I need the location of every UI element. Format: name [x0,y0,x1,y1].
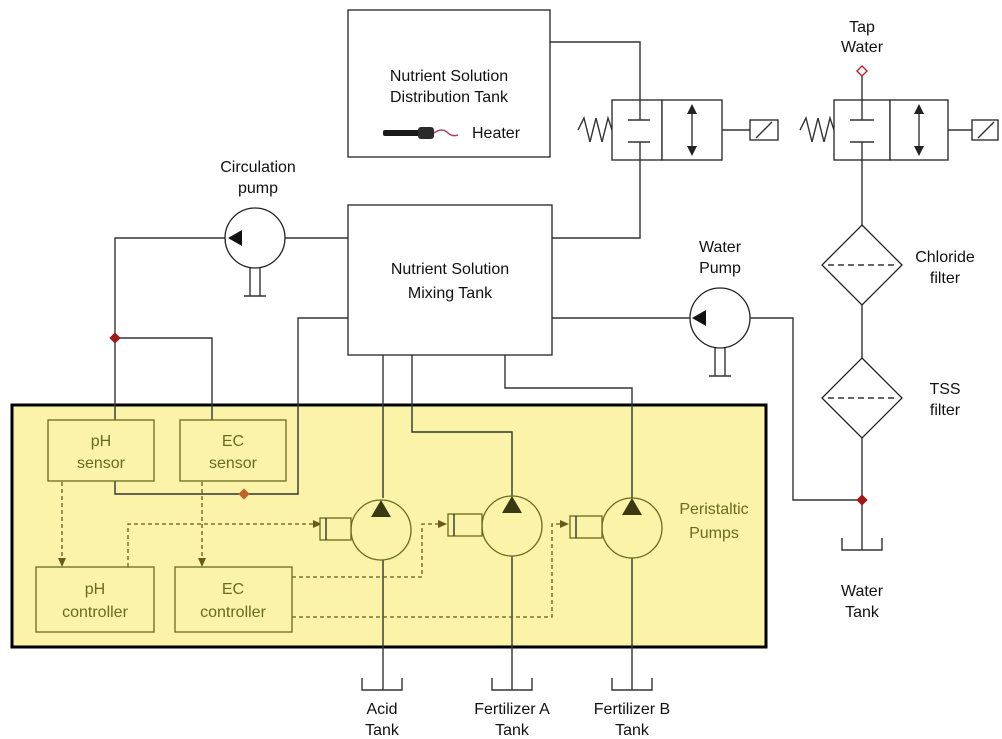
tss-filter-label: filter [930,402,961,419]
mixing-tank-label: Mixing Tank [408,285,493,302]
chloride-filter [821,224,903,306]
circulation-pump-label: pump [238,180,278,197]
peristaltic-pumps-label: Pumps [689,525,739,542]
fertilizer-a-tank-icon [491,678,533,691]
fertilizer-b-tank-label: Fertilizer B [594,701,670,718]
solenoid-valve-tap [799,99,999,161]
distribution-tank-label: Distribution Tank [390,89,509,106]
water-pump [689,287,751,377]
junction-dot [238,488,250,500]
solenoid-valve-distribution [577,99,779,161]
heater-icon [383,127,459,139]
ph-sensor [47,419,155,482]
chloride-filter-label: Chloride [915,249,975,266]
tap-water-label: Water [841,39,884,56]
ph-controller [35,566,155,633]
distribution-tank [347,9,551,158]
ec-sensor-label: sensor [209,455,258,472]
ph-controller-label: controller [62,604,128,621]
fertilizer-b-tank-label: Tank [615,722,650,739]
peristaltic-pump-acid [319,499,412,561]
pipes [114,41,863,690]
tap-water-inlet [856,65,868,77]
ph-sensor-label: pH [91,433,111,450]
ec-controller-label: controller [200,604,266,621]
junction-dot [856,494,868,506]
ec-sensor-label: EC [222,433,244,450]
circulation-pump-label: Circulation [220,159,296,176]
peristaltic-pump-fertilizer-a [447,495,543,557]
mixing-tank-label: Nutrient Solution [391,261,509,278]
tap-water-label: Tap [849,19,875,36]
circulation-pump [224,207,286,297]
fertilizer-a-tank-label: Fertilizer A [474,701,550,718]
water-tank-label: Tank [845,604,880,621]
tss-filter-label: TSS [929,381,960,398]
junction-dot [109,332,121,344]
ec-controller-label: EC [222,581,244,598]
water-tank-label: Water [841,583,884,600]
water-pump-label: Water [699,239,742,256]
water-pump-label: Pump [699,260,741,277]
acid-tank-label: Acid [366,701,397,718]
mixing-tank [347,204,553,356]
control-signals [58,482,569,618]
tss-filter [821,357,903,439]
peristaltic-pump-fertilizer-b [569,497,663,559]
fertilizer-a-tank-label: Tank [495,722,530,739]
ph-sensor-label: sensor [77,455,126,472]
fertilizer-b-tank-icon [611,678,653,691]
water-tank-icon [841,538,883,551]
ph-controller-label: pH [85,581,105,598]
heater-label: Heater [472,125,521,142]
acid-tank-icon [361,678,403,691]
ec-controller [174,566,293,633]
ec-sensor [179,419,287,482]
acid-tank-label: Tank [365,722,400,739]
peristaltic-pumps-label: Peristaltic [679,501,748,518]
chloride-filter-label: filter [930,270,961,287]
distribution-tank-label: Nutrient Solution [390,68,508,85]
